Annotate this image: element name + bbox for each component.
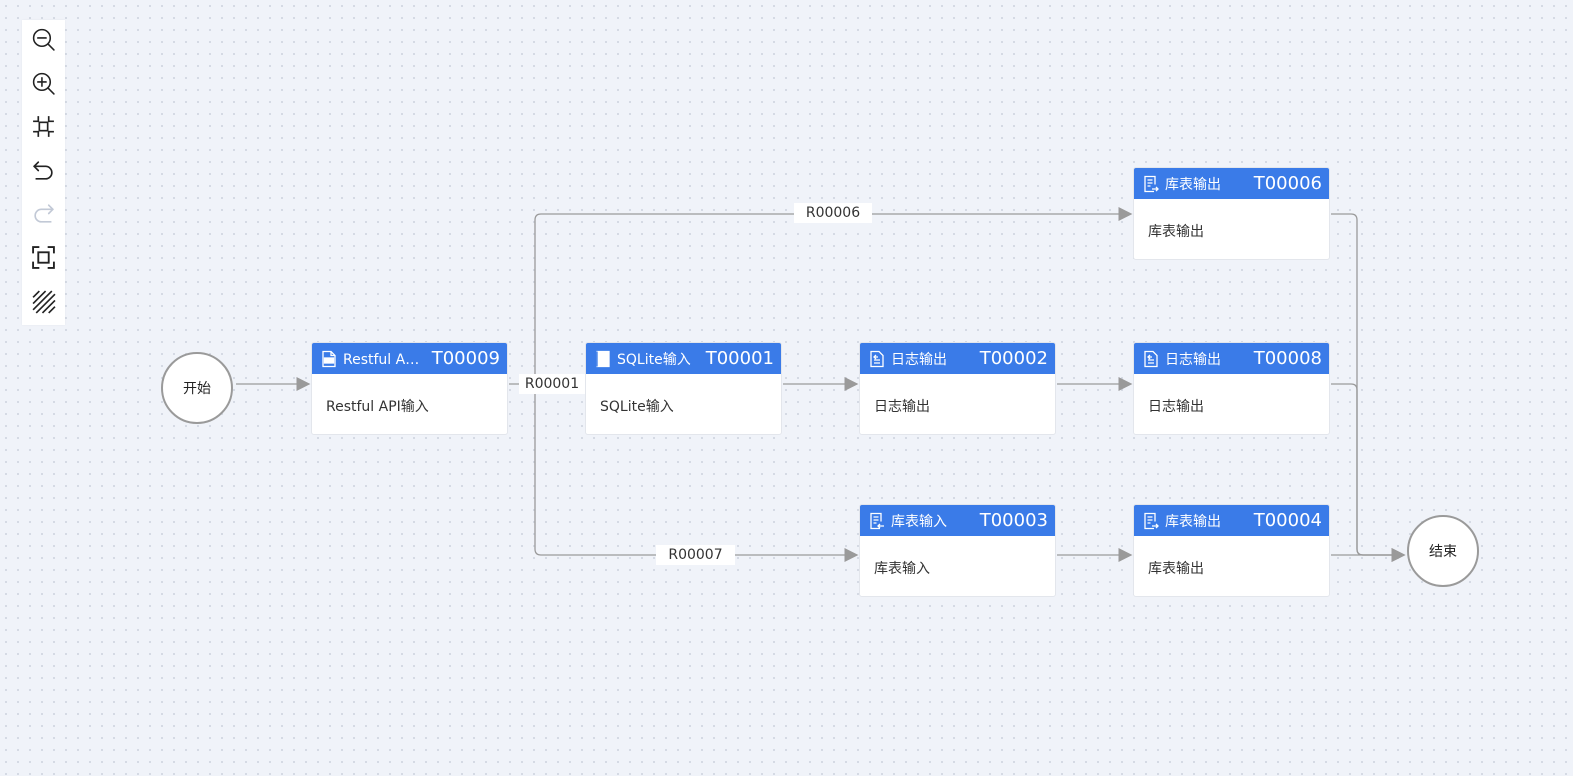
node-body: Restful API输入 bbox=[326, 399, 429, 415]
redo-icon bbox=[31, 201, 56, 230]
node-T00002[interactable]: 日志输出 T00002 日志输出 bbox=[859, 342, 1056, 435]
fit-view-button[interactable] bbox=[30, 115, 57, 142]
zoom-in-icon bbox=[31, 71, 56, 100]
zoom-out-icon bbox=[31, 27, 56, 56]
graph-toolbar bbox=[22, 20, 65, 325]
node-T00009[interactable]: Restful API输入 T00009 Restful API输入 bbox=[311, 342, 508, 435]
node-title: 库表输出 bbox=[1165, 176, 1221, 193]
node-T00001[interactable]: SQLite输入 T00001 SQLite输入 bbox=[585, 342, 782, 435]
node-header: SQLite输入 T00001 bbox=[586, 343, 781, 374]
end-node-label: 结束 bbox=[1429, 544, 1457, 560]
node-header: 库表输出 T00004 bbox=[1134, 505, 1329, 536]
grid-toggle-icon bbox=[31, 289, 56, 318]
log-output-icon bbox=[1142, 350, 1160, 368]
node-code: T00002 bbox=[979, 348, 1048, 369]
node-header: 库表输入 T00003 bbox=[860, 505, 1055, 536]
fit-view-icon bbox=[31, 114, 56, 143]
end-node[interactable]: 结束 bbox=[1407, 515, 1479, 587]
node-title: Restful API输入 bbox=[343, 351, 426, 368]
node-body: SQLite输入 bbox=[600, 399, 674, 415]
node-code: T00004 bbox=[1253, 510, 1322, 531]
node-header: 日志输出 T00008 bbox=[1134, 343, 1329, 374]
node-code: T00006 bbox=[1253, 173, 1322, 194]
node-header: 库表输出 T00006 bbox=[1134, 168, 1329, 199]
node-header: 日志输出 T00002 bbox=[860, 343, 1055, 374]
table-output-icon bbox=[1142, 175, 1160, 193]
api-doc-icon bbox=[320, 350, 338, 368]
node-title: 日志输出 bbox=[891, 351, 947, 368]
node-body: 日志输出 bbox=[1148, 399, 1204, 415]
node-title: 日志输出 bbox=[1165, 351, 1221, 368]
actual-size-icon bbox=[31, 245, 56, 274]
node-body: 日志输出 bbox=[874, 399, 930, 415]
edge-label-R00007[interactable]: R00007 bbox=[656, 545, 735, 565]
actual-size-button[interactable] bbox=[30, 246, 57, 273]
edge-R00007[interactable] bbox=[534, 384, 859, 562]
zoom-out-button[interactable] bbox=[30, 28, 57, 55]
node-header: Restful API输入 T00009 bbox=[312, 343, 507, 374]
node-T00003[interactable]: 库表输入 T00003 库表输入 bbox=[859, 504, 1056, 597]
edge-label-R00006[interactable]: R00006 bbox=[794, 203, 872, 223]
node-T00006[interactable]: 库表输出 T00006 库表输出 bbox=[1133, 167, 1330, 260]
node-T00008[interactable]: 日志输出 T00008 日志输出 bbox=[1133, 342, 1330, 435]
node-body: 库表输入 bbox=[874, 561, 930, 577]
node-T00004[interactable]: 库表输出 T00004 库表输出 bbox=[1133, 504, 1330, 597]
log-output-icon bbox=[868, 350, 886, 368]
database-doc-icon bbox=[594, 350, 612, 368]
table-output-icon bbox=[1142, 512, 1160, 530]
undo-icon bbox=[31, 158, 56, 187]
node-code: T00008 bbox=[1253, 348, 1322, 369]
node-title: SQLite输入 bbox=[617, 351, 691, 368]
edge-label-R00001[interactable]: R00001 bbox=[519, 374, 585, 394]
edge-T00008-to-end[interactable] bbox=[1331, 383, 1406, 562]
node-code: T00001 bbox=[705, 348, 774, 369]
table-input-icon bbox=[868, 512, 886, 530]
start-node-label: 开始 bbox=[183, 381, 211, 397]
node-code: T00003 bbox=[979, 510, 1048, 531]
node-code: T00009 bbox=[431, 348, 500, 369]
zoom-in-button[interactable] bbox=[30, 72, 57, 99]
node-body: 库表输出 bbox=[1148, 224, 1204, 240]
node-body: 库表输出 bbox=[1148, 561, 1204, 577]
node-title: 库表输入 bbox=[891, 513, 947, 530]
grid-toggle-button[interactable] bbox=[30, 290, 57, 317]
node-title: 库表输出 bbox=[1165, 513, 1221, 530]
redo-button[interactable] bbox=[30, 202, 57, 229]
start-node[interactable]: 开始 bbox=[161, 352, 233, 424]
undo-button[interactable] bbox=[30, 159, 57, 186]
